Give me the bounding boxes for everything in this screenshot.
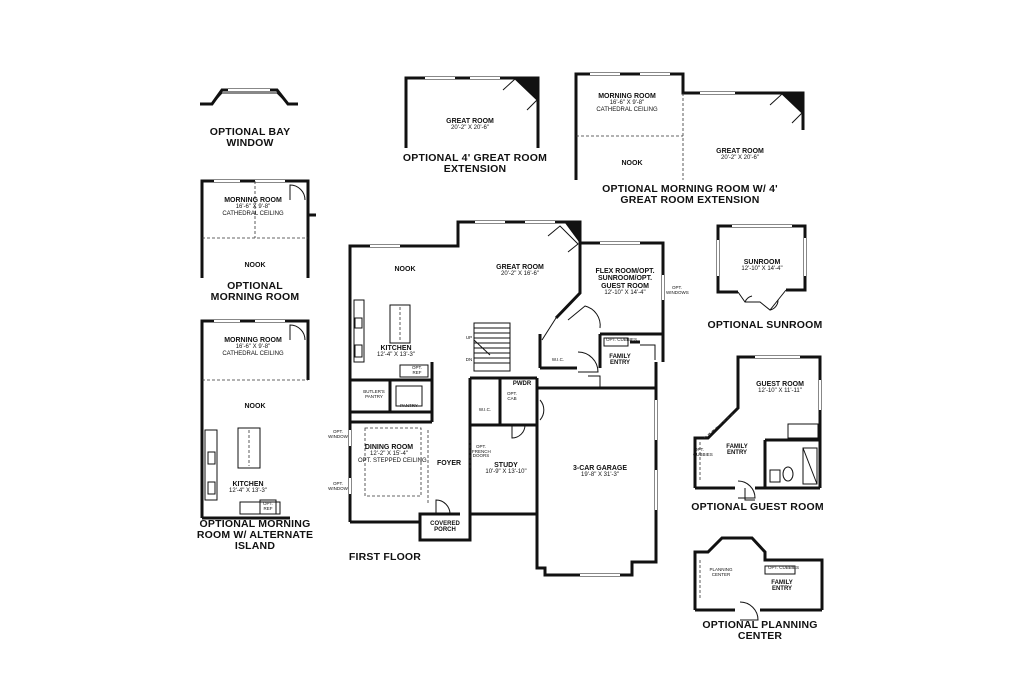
flex-room-dim: 12'-10" x 14'-4" <box>604 290 646 297</box>
study-dim: 10'-9" x 13'-10" <box>485 469 527 476</box>
guest-room-dim: 12'-10" x 11'-11" <box>758 388 802 395</box>
great-room-name: GREAT ROOM <box>496 264 544 271</box>
opt-ref-label: OPT. REF <box>411 365 422 375</box>
sunroom-plan <box>716 224 807 311</box>
bay-window-plan <box>200 88 298 106</box>
ext2-morning-room-note: CATHEDRAL CEILING <box>596 106 658 113</box>
ext2-morning-room-name: MORNING ROOM <box>598 93 656 100</box>
flex-room-name: FLEX ROOM/OPT. SUNROOM/OPT. GUEST ROOM <box>595 268 655 290</box>
opt-windows-label: OPT. WINDOWS <box>666 285 689 295</box>
alt-nook-label: NOOK <box>244 403 266 410</box>
foyer-label: FOYER <box>436 460 462 467</box>
caption-morning-room-alt-island: OPTIONAL MORNING ROOM W/ ALTERNATE ISLAN… <box>196 518 314 553</box>
alt-kitchen-name: KITCHEN <box>232 481 264 488</box>
butlers-pantry-label: BUTLER'S PANTRY <box>363 389 385 399</box>
dining-room-name: DINING ROOM <box>364 444 414 451</box>
garage-name: 3-CAR GARAGE <box>572 465 628 472</box>
mr-morning-room-label: MORNING ROOM 16'-6" x 9'-8" CATHEDRAL CE… <box>218 197 288 217</box>
alt-morning-room-note: CATHEDRAL CEILING <box>222 350 284 357</box>
mr-nook-label: NOOK <box>244 262 266 269</box>
wic-label: W.I.C. <box>478 407 492 412</box>
family-entry-label: FAMILY ENTRY <box>609 354 631 367</box>
ext2-morning-room-label: MORNING ROOM 16'-6" x 9'-8" CATHEDRAL CE… <box>592 93 662 113</box>
opt-cubbies-label: OPT. CUBBIES <box>606 337 638 342</box>
opt-window-label-1: OPT. WINDOW <box>328 429 348 439</box>
covered-porch-label: COVERED PORCH <box>430 521 460 534</box>
alt-morning-room-dim: 16'-6" x 9'-8" <box>235 344 271 351</box>
mr-morning-room-dim: 16'-6" x 9'-8" <box>235 204 271 211</box>
kitchen-dim: 12'-4" x 13'-3" <box>377 352 415 359</box>
powder-room-label: PWDR <box>512 381 532 387</box>
caption-great-room-extension: OPTIONAL 4' GREAT ROOM EXTENSION <box>402 152 548 176</box>
opt-window-label-2: OPT. WINDOW <box>328 481 348 491</box>
guest-opt-cubbies-label: OPT. CUBBIES <box>693 447 713 457</box>
guest-room-plan <box>693 355 822 501</box>
study-label: STUDY 10'-9" x 13'-10" <box>478 462 534 476</box>
mr-morning-room-note: CATHEDRAL CEILING <box>222 210 284 217</box>
wic-label-flex: W.I.C. <box>551 357 565 362</box>
pc-opt-cubbies-label: OPT. CUBBIES <box>768 565 800 570</box>
opt-french-doors-label: OPT. FRENCH DOORS <box>472 444 491 459</box>
ext2-morning-room-dim: 16'-6" x 9'-8" <box>609 100 645 107</box>
ext-great-room-name: GREAT ROOM <box>446 118 494 125</box>
stair-up-label: UP <box>465 335 473 340</box>
garage-label: 3-CAR GARAGE 19'-8" x 31'-3" <box>560 465 640 479</box>
study-name: STUDY <box>494 462 518 469</box>
caption-first-floor: FIRST FLOOR <box>348 551 422 563</box>
kitchen-label: KITCHEN 12'-4" x 13'-3" <box>366 345 426 359</box>
great-room-label: GREAT ROOM 20'-2" x 16'-6" <box>480 264 560 278</box>
dining-room-dim: 12'-2" x 15'-4" <box>370 451 408 458</box>
flex-room-label: FLEX ROOM/OPT. SUNROOM/OPT. GUEST ROOM 1… <box>590 268 660 296</box>
garage-dim: 19'-8" x 31'-3" <box>581 472 619 479</box>
dining-room-note: OPT. STEPPED CEILING <box>358 457 427 464</box>
planning-center-label: PLANNING CENTER <box>709 567 733 577</box>
first-floor-plan <box>348 220 665 577</box>
great-room-extension-plan <box>404 76 540 148</box>
alt-kitchen-dim: 12'-4" x 13'-3" <box>229 488 267 495</box>
alt-morning-room-name: MORNING ROOM <box>224 337 282 344</box>
ext-great-room-dim: 20'-2" x 20'-6" <box>451 125 489 132</box>
alt-opt-ref-label: OPT. REF <box>262 501 273 511</box>
sunroom-name: SUNROOM <box>743 259 781 266</box>
ext2-nook-label: NOOK <box>621 160 643 167</box>
guest-room-name: GUEST ROOM <box>756 381 804 388</box>
kitchen-name: KITCHEN <box>380 345 412 352</box>
alt-morning-room-label: MORNING ROOM 16'-6" x 9'-8" CATHEDRAL CE… <box>218 337 288 357</box>
caption-sunroom: OPTIONAL SUNROOM <box>707 319 823 331</box>
ext-great-room-label: GREAT ROOM 20'-2" x 20'-6" <box>440 118 500 132</box>
ext2-great-room-label: GREAT ROOM 20'-2" x 20'-6" <box>710 148 770 162</box>
sunroom-label: SUNROOM 12'-10" x 14'-4" <box>730 259 794 273</box>
ext2-great-room-dim: 20'-2" x 20'-6" <box>721 155 759 162</box>
caption-planning-center: OPTIONAL PLANNING CENTER <box>702 619 818 643</box>
mr-morning-room-name: MORNING ROOM <box>224 197 282 204</box>
caption-bay-window: OPTIONAL BAY WINDOW <box>209 126 291 150</box>
planning-center-plan <box>693 536 824 621</box>
pantry-label: PANTRY <box>400 403 418 408</box>
sunroom-dim: 12'-10" x 14'-4" <box>741 266 783 273</box>
guest-family-entry-label: FAMILY ENTRY <box>726 444 748 457</box>
nook-label: NOOK <box>394 266 416 273</box>
dining-room-label: DINING ROOM 12'-2" x 15'-4" OPT. STEPPED… <box>358 444 427 464</box>
alt-kitchen-label: KITCHEN 12'-4" x 13'-3" <box>220 481 276 495</box>
stair-down-label: DN <box>465 357 473 362</box>
pc-family-entry-label: FAMILY ENTRY <box>771 580 793 593</box>
guest-room-label: GUEST ROOM 12'-10" x 11'-11" <box>752 381 808 395</box>
caption-morning-room: OPTIONAL MORNING ROOM <box>210 280 300 304</box>
caption-morning-room-with-extension: OPTIONAL MORNING ROOM W/ 4' GREAT ROOM E… <box>602 183 778 207</box>
morning-room-plan <box>200 179 316 278</box>
great-room-dim: 20'-2" x 16'-6" <box>501 271 539 278</box>
morning-room-great-room-extension-plan <box>574 72 805 180</box>
caption-guest-room: OPTIONAL GUEST ROOM <box>691 501 824 513</box>
opt-cab-label: OPT. CAB <box>506 391 517 401</box>
morning-room-alt-island-plan <box>200 319 310 520</box>
ext2-great-room-name: GREAT ROOM <box>716 148 764 155</box>
